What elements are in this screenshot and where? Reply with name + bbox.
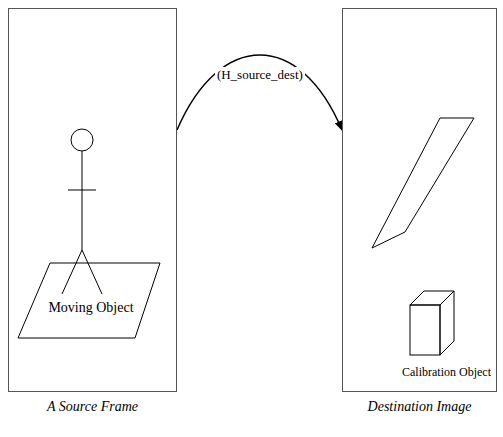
stick-figure-leg [62,250,82,294]
stick-figure-arms [68,190,96,191]
cube-object: Calibration Object [398,277,495,385]
edge-label: (H_source_dest) [215,67,305,83]
stick-figure-head [71,129,93,151]
plane-shape: Moving Object [17,262,161,339]
image-frame: A Source FrameMoving Object [8,8,177,392]
frame-caption: Destination Image [343,399,496,415]
stick-figure-body [82,151,83,250]
image-frame: Destination ImageCalibration Object [342,8,497,392]
stick-figure-leg [82,250,102,294]
transform-arrow [177,55,342,130]
object-label: Calibration Object [402,365,491,380]
object-label: Moving Object [48,300,133,316]
projected-plane [372,118,474,248]
frame-caption: A Source Frame [9,399,176,415]
